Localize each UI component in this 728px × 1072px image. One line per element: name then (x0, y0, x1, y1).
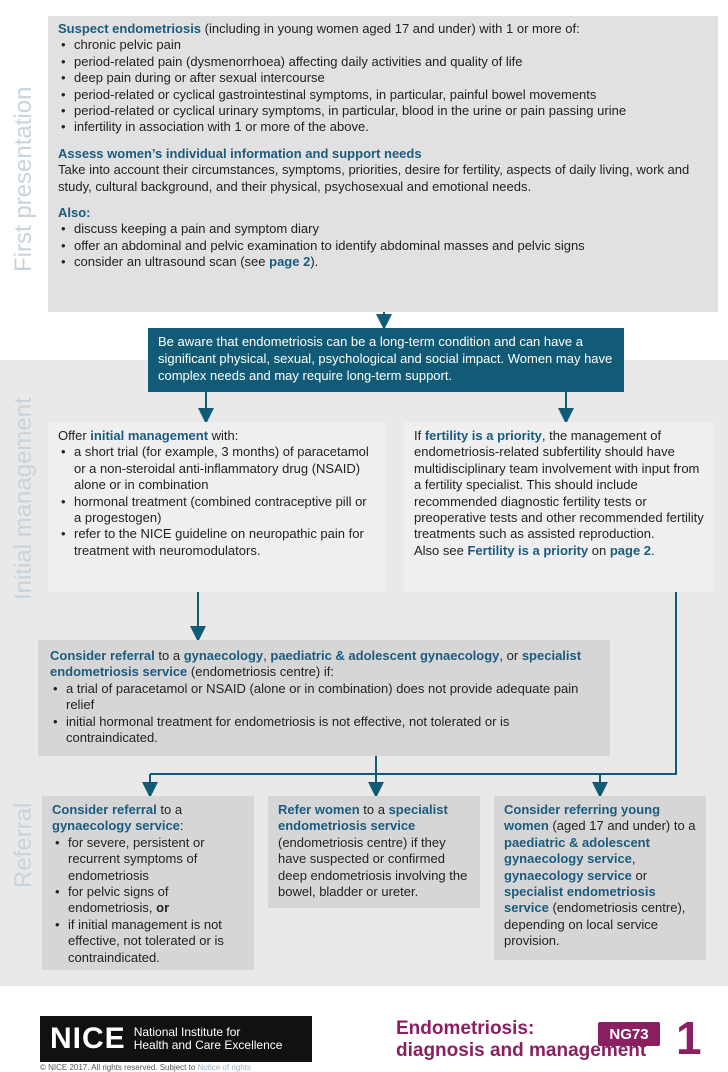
list-item: a short trial (for example, 3 months) of… (58, 444, 376, 493)
specialist-service-link[interactable]: specialist endometriosis service (504, 884, 656, 916)
page-2-link[interactable]: page 2 (609, 542, 652, 558)
fertility-page-link[interactable]: Fertility is a priority (467, 542, 589, 558)
referral-young-women-box: Consider referring young women (aged 17 … (494, 796, 706, 960)
list-item: discuss keeping a pain and symptom diary (58, 221, 708, 238)
consider-list: a trial of paracetamol or NSAID (alone o… (50, 681, 598, 747)
notice-of-rights-link[interactable]: Notice of rights (197, 1063, 251, 1072)
suspect-heading: Suspect endometriosis (including in youn… (58, 21, 580, 36)
list-item: deep pain during or after sexual interco… (58, 70, 708, 87)
fertility-also-see: Also see Fertility is a priority on page… (414, 542, 655, 558)
nice-logo-mark: NICE (50, 1022, 126, 1055)
list-item: for severe, persistent or recurrent symp… (52, 835, 244, 884)
initial-management-list: a short trial (for example, 3 months) of… (58, 444, 376, 559)
specialist-service-link[interactable]: specialist endometriosis service (50, 648, 582, 680)
list-item: refer to the NICE guideline on neuropath… (58, 526, 376, 559)
fertility-text: If fertility is a priority, the manageme… (414, 428, 704, 542)
fertility-priority-box: If fertility is a priority, the manageme… (404, 422, 714, 592)
page-number: 1 (676, 1012, 702, 1064)
list-item: offer an abdominal and pelvic examinatio… (58, 238, 708, 255)
assess-text: Take into account their circumstances, s… (58, 162, 690, 194)
section-label-referral: Referral (10, 802, 37, 888)
also-list: discuss keeping a pain and symptom diary… (58, 221, 708, 271)
section-label-initial-management: Initial management (10, 397, 37, 600)
page-2-link[interactable]: page 2 (269, 254, 311, 270)
list-item: infertility in association with 1 or mor… (58, 119, 708, 136)
specialist-service-link[interactable]: specialist endometriosis service (278, 802, 448, 834)
initial-management-box: Offer initial management with: a short t… (48, 422, 386, 592)
offer-heading: Offer initial management with: (58, 428, 239, 443)
list-item: period-related or cyclical urinary sympt… (58, 103, 708, 120)
list-item: period-related or cyclical gastrointesti… (58, 87, 708, 104)
gynaecology-service-link[interactable]: gynaecology service (504, 867, 632, 883)
list-item: a trial of paracetamol or NSAID (alone o… (50, 681, 598, 714)
list-item: for pelvic signs of endometriosis, or (52, 884, 244, 917)
awareness-box: Be aware that endometriosis can be a lon… (148, 328, 624, 392)
fertility-priority-link[interactable]: fertility is a priority (424, 428, 542, 443)
consider-referral-box: Consider referral to a gynaecology, paed… (38, 640, 610, 756)
ref2-text: Refer women to a specialist endometriosi… (278, 802, 468, 900)
consider-heading: Consider referral to a gynaecology, paed… (50, 648, 582, 680)
ref3-text: Consider referring young women (aged 17 … (504, 802, 696, 949)
list-item: consider an ultrasound scan (see page 2)… (58, 254, 708, 271)
gynaecology-link[interactable]: gynaecology (183, 648, 264, 663)
first-presentation-box: Suspect endometriosis (including in youn… (48, 16, 718, 312)
document-title: Endometriosis:diagnosis and management (396, 1018, 647, 1061)
list-item: initial hormonal treatment for endometri… (50, 714, 598, 747)
gynaecology-service-link[interactable]: gynaecology service (52, 818, 180, 834)
assess-heading: Assess women’s individual information an… (58, 145, 422, 161)
list-item: chronic pelvic pain (58, 37, 708, 54)
list-item: period-related pain (dysmenorrhoea) affe… (58, 54, 708, 71)
also-heading: Also: (58, 205, 91, 221)
list-item: hormonal treatment (combined contracepti… (58, 494, 376, 527)
section-label-first-presentation: First presentation (10, 86, 37, 272)
symptom-list: chronic pelvic pain period-related pain … (58, 37, 708, 136)
initial-management-link[interactable]: initial management (90, 428, 209, 443)
ref1-list: for severe, persistent or recurrent symp… (52, 835, 244, 966)
copyright-notice: © NICE 2017. All rights reserved. Subjec… (40, 1063, 251, 1072)
referral-gynaecology-box: Consider referral to a gynaecology servi… (42, 796, 254, 970)
guideline-code-badge: NG73 (598, 1022, 660, 1046)
list-item: if initial management is not effective, … (52, 917, 244, 966)
referral-specialist-box: Refer women to a specialist endometriosi… (268, 796, 480, 908)
ref1-heading: Consider referral to a gynaecology servi… (52, 802, 184, 834)
paediatric-service-link[interactable]: paediatric & adolescent gynaecology serv… (504, 834, 650, 867)
paediatric-gynaecology-link[interactable]: paediatric & adolescent gynaecology (270, 648, 500, 663)
